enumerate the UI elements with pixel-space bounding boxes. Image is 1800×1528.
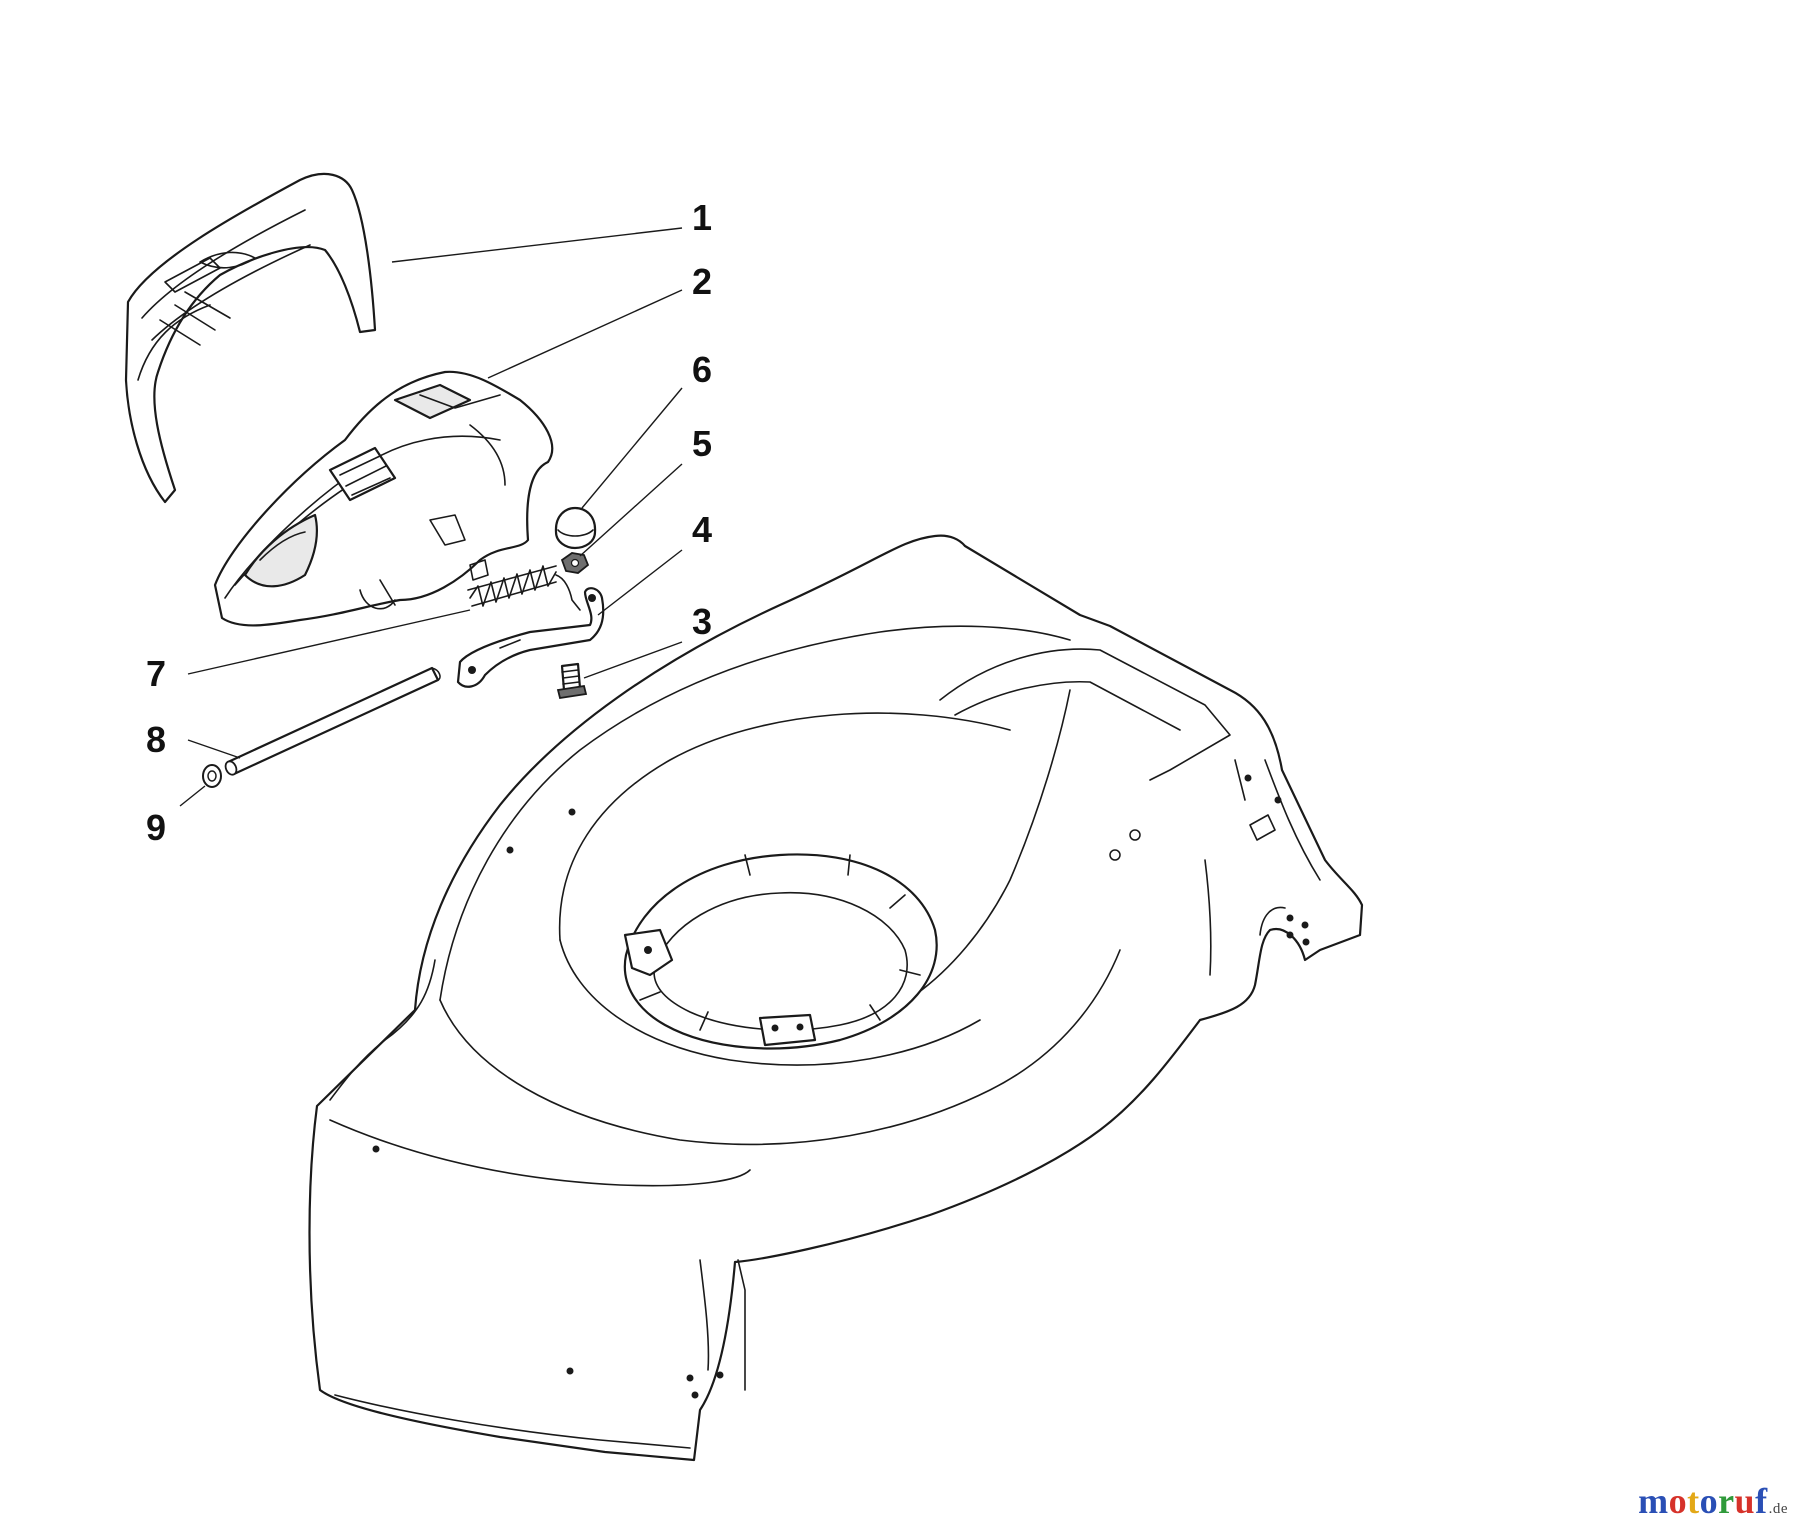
callout-6: 6 bbox=[692, 349, 712, 390]
leader-6 bbox=[581, 387, 683, 509]
callout-2: 2 bbox=[692, 261, 712, 302]
leader-2 bbox=[487, 289, 683, 379]
watermark-letters: motoruf bbox=[1638, 1481, 1768, 1521]
watermark-letter: m bbox=[1638, 1481, 1669, 1521]
watermark-letter: t bbox=[1687, 1481, 1700, 1521]
watermark-letter: o bbox=[1699, 1481, 1719, 1521]
callout-4: 4 bbox=[692, 509, 712, 550]
watermark-letter: r bbox=[1718, 1481, 1735, 1521]
watermark-letter: f bbox=[1755, 1481, 1768, 1521]
watermark-letter: u bbox=[1734, 1481, 1756, 1521]
mower-deck bbox=[308, 534, 1364, 1462]
callout-9: 9 bbox=[146, 807, 166, 848]
part-1-rear-cover bbox=[124, 172, 377, 504]
part-2-rear-housing bbox=[213, 370, 554, 627]
callout-8: 8 bbox=[146, 719, 166, 760]
callout-3: 3 bbox=[692, 601, 712, 642]
watermark-tld: .de bbox=[1768, 1501, 1788, 1517]
leader-lines bbox=[179, 227, 683, 807]
leader-4 bbox=[597, 549, 683, 616]
leader-9 bbox=[179, 785, 206, 807]
part-7-spring bbox=[467, 565, 581, 611]
leader-7 bbox=[187, 609, 471, 675]
leader-3 bbox=[583, 641, 683, 679]
part-4-bracket bbox=[456, 587, 605, 688]
part-9-washer bbox=[202, 764, 222, 788]
callout-labels: 1 2 6 5 4 3 7 8 9 bbox=[146, 197, 712, 848]
callout-1: 1 bbox=[692, 197, 712, 238]
part-6-cap-nut bbox=[554, 506, 597, 550]
watermark-letter: o bbox=[1668, 1481, 1688, 1521]
callout-7: 7 bbox=[146, 653, 166, 694]
part-8-rod bbox=[224, 666, 441, 776]
leader-1 bbox=[391, 227, 683, 263]
leader-8 bbox=[187, 739, 241, 759]
callout-5: 5 bbox=[692, 423, 712, 464]
part-3-screw bbox=[556, 662, 588, 700]
watermark-logo: motoruf.de bbox=[1638, 1480, 1788, 1522]
part-5-hex-nut bbox=[560, 552, 590, 574]
leader-5 bbox=[579, 463, 683, 557]
